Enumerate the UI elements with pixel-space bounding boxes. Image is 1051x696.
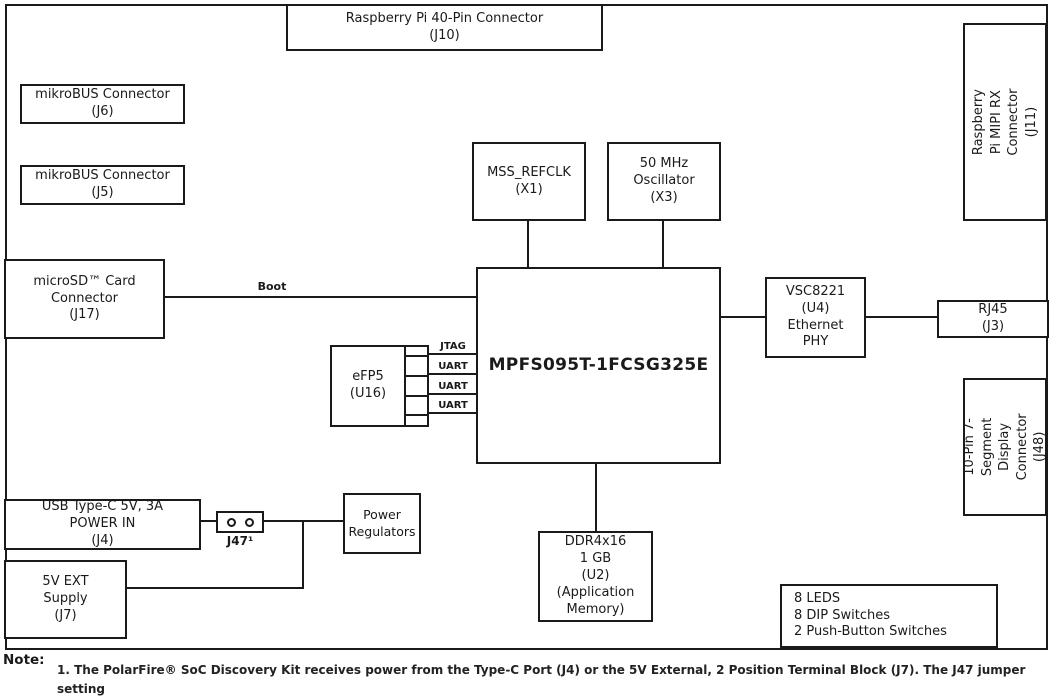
block-rpi-mipi-rx-connector: Raspberry Pi MIPI RX Connector (J11) xyxy=(963,23,1047,221)
block-user-io: 8 LEDS 8 DIP Switches 2 Push-Button Swit… xyxy=(780,584,998,648)
block-usb-type-c-power-in: USB Type-C 5V, 3A POWER IN (J4) xyxy=(4,499,201,550)
efp5-pin-column xyxy=(404,345,429,427)
j47-jumper xyxy=(216,511,264,533)
uart-rail-3: UART xyxy=(429,399,477,414)
j47-jumper-label: J47¹ xyxy=(226,534,254,548)
ext5v-wire xyxy=(127,587,304,589)
block-vsc8221-ethernet-phy: VSC8221 (U4) Ethernet PHY xyxy=(765,277,866,358)
pin-divider xyxy=(406,375,427,377)
usb-to-jumper-wire xyxy=(201,520,216,522)
jumper-pin-icon xyxy=(244,517,254,527)
note-heading: Note: xyxy=(3,652,45,668)
block-mikrobus-j5: mikroBUS Connector (J5) xyxy=(20,165,185,205)
block-efp5: eFP5 (U16) xyxy=(330,345,406,427)
7segment-connector-label: 10-Pin 7-Segment Display Connector (J48) xyxy=(962,413,1048,481)
block-7segment-display-connector: 10-Pin 7-Segment Display Connector (J48) xyxy=(962,378,1048,516)
pin-divider xyxy=(406,355,427,357)
block-rj45-connector: RJ45 (J3) xyxy=(937,300,1049,338)
note-line-1: 1. The PolarFire® SoC Discovery Kit rece… xyxy=(57,663,1026,696)
uart-rail-1: UART xyxy=(429,360,477,375)
block-50mhz-oscillator: 50 MHz Oscillator (X3) xyxy=(607,142,721,221)
uart-rail-2: UART xyxy=(429,380,477,395)
phy-to-rj45-wire xyxy=(866,316,937,318)
block-ddr4-memory: DDR4x16 1 GB (U2) (Application Memory) xyxy=(538,531,653,622)
block-power-regulators: Power Regulators xyxy=(343,493,421,554)
block-mss-refclk: MSS_REFCLK (X1) xyxy=(472,142,586,221)
pin-divider xyxy=(406,395,427,397)
block-mikrobus-j6: mikroBUS Connector (J6) xyxy=(20,84,185,124)
jumper-pin-icon xyxy=(226,517,236,527)
pin-divider xyxy=(406,414,427,416)
jtag-rail: JTAG xyxy=(429,340,477,355)
note-body: 1. The PolarFire® SoC Discovery Kit rece… xyxy=(57,661,1042,696)
oscillator-wire xyxy=(662,221,664,267)
chip-to-ddr-wire xyxy=(595,464,597,531)
block-microsd-connector: microSD™ Card Connector (J17) xyxy=(4,259,165,339)
rpi-mipi-rx-label: Raspberry Pi MIPI RX Connector (J11) xyxy=(970,88,1039,156)
block-rpi-40pin-connector: Raspberry Pi 40-Pin Connector (J10) xyxy=(286,4,603,51)
chip-to-phy-wire xyxy=(721,316,765,318)
block-mpfs095t-soc: MPFS095T-1FCSG325E xyxy=(476,267,721,464)
boot-wire xyxy=(165,296,477,298)
boot-signal-label: Boot xyxy=(257,280,287,293)
power-junction-wire xyxy=(302,520,304,589)
mss-refclk-wire xyxy=(527,221,529,267)
block-5v-ext-supply: 5V EXT Supply (J7) xyxy=(4,560,127,639)
